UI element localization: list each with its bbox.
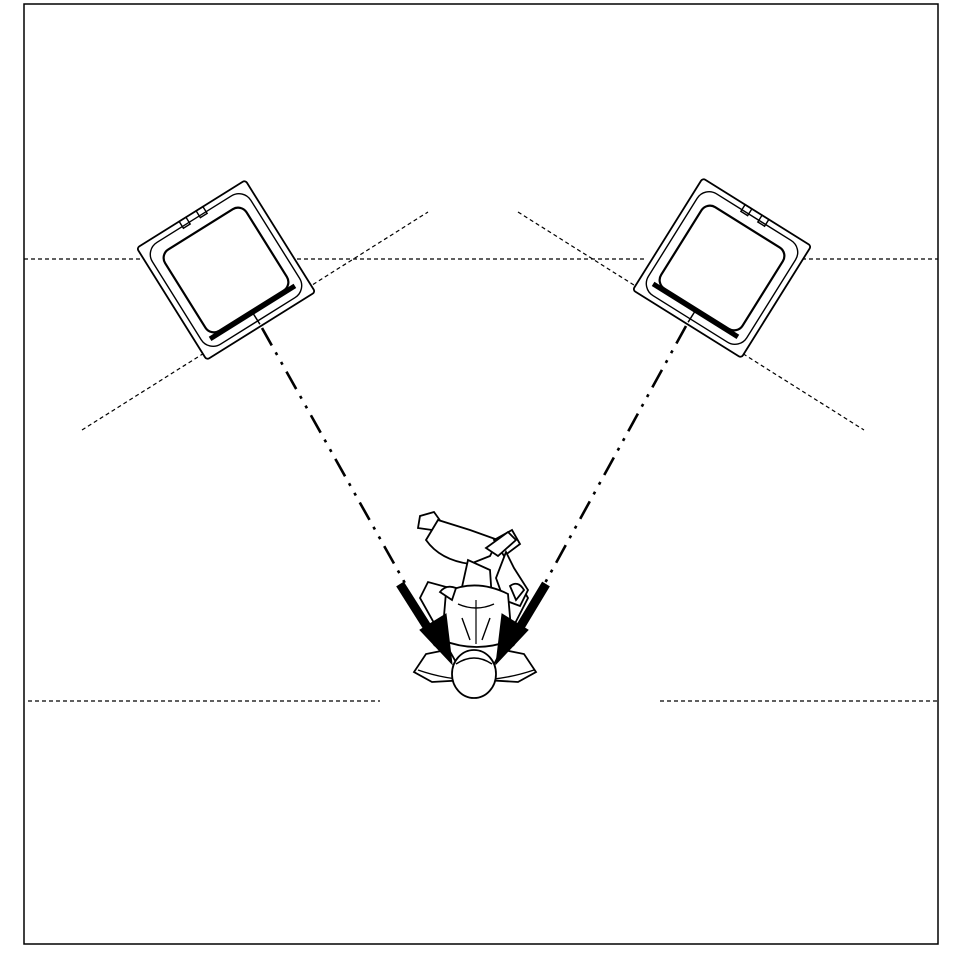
left-sound-path	[260, 327, 408, 586]
left-speaker-icon	[136, 180, 316, 360]
right-sound-path	[543, 325, 688, 584]
right-arrow-icon	[495, 581, 550, 666]
left-arrow-icon	[396, 581, 453, 666]
seated-listener-icon	[412, 510, 538, 699]
right-speaker-icon	[632, 178, 812, 358]
room-border	[23, 3, 939, 945]
